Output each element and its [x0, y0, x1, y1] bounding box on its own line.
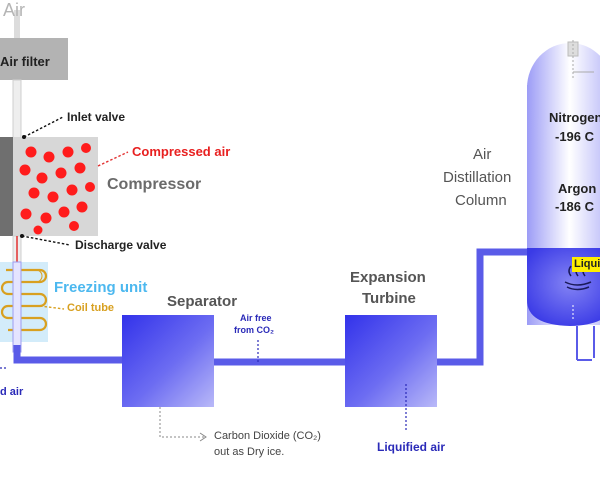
liquified-air-label: Liquified air	[377, 440, 446, 454]
inlet-valve-label: Inlet valve	[67, 110, 126, 124]
separator-label: Separator	[167, 293, 238, 310]
compressor-piston	[0, 137, 13, 236]
freezing-unit-box	[0, 262, 48, 342]
adc-label-2: Distillation	[443, 169, 512, 186]
nitrogen-temp-label: -196 C	[555, 129, 595, 144]
air-filter-label: Air filter	[0, 54, 50, 69]
compressor-label: Compressor	[107, 176, 202, 193]
separator-vessel	[122, 315, 214, 407]
coil-tube-label: Coil tube	[67, 302, 115, 314]
freezing-unit-label: Freezing unit	[54, 279, 148, 296]
co2-label-1: Carbon Dioxide (CO₂)	[214, 430, 321, 442]
air-free-label-2: from CO₂	[234, 325, 274, 335]
liquid-label-bg	[572, 257, 600, 272]
air-free-label-1: Air free	[240, 313, 272, 323]
expansion-turbine-vessel	[345, 315, 437, 407]
adc-label-3: Column	[455, 192, 507, 209]
cooled-air-label: d air	[0, 386, 24, 398]
compressed-air-label: Compressed air	[132, 144, 231, 159]
air-label: Air	[3, 0, 25, 20]
expansion-turbine-label-2: Turbine	[362, 290, 416, 307]
argon-temp-label: -186 C	[555, 199, 595, 214]
compressed-air-particles	[19, 143, 95, 235]
coil-tube	[0, 268, 48, 332]
co2-label-2: out as Dry ice.	[214, 446, 285, 458]
liquid-label: Liqui	[574, 258, 600, 270]
inlet-pipe	[12, 79, 22, 139]
main-pipe	[13, 345, 125, 364]
adc-label-1: Air	[473, 146, 492, 163]
discharge-valve-label: Discharge valve	[75, 238, 167, 252]
nitrogen-label: Nitrogen	[549, 110, 600, 125]
expansion-turbine-label-1: Expansion	[350, 269, 426, 286]
air-filter-box	[0, 38, 68, 80]
argon-label: Argon	[558, 181, 597, 196]
